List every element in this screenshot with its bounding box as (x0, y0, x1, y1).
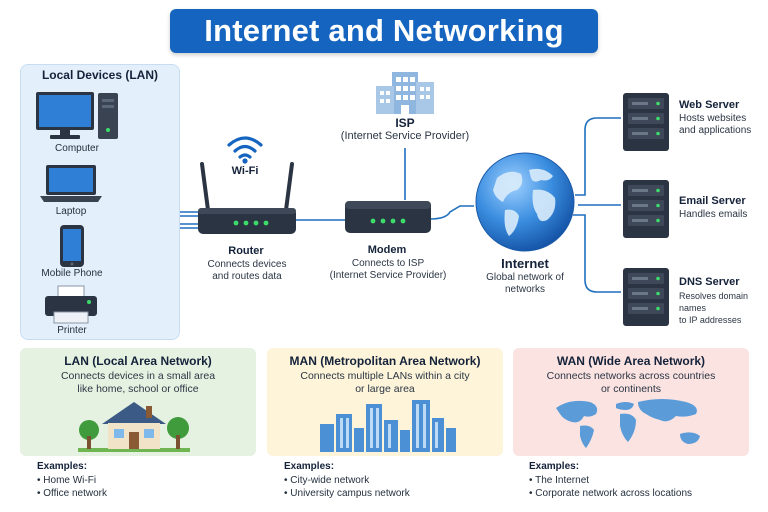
wan-card (513, 348, 749, 456)
wifi-icon (227, 136, 263, 164)
lan-examples-label: Examples: (37, 461, 88, 472)
wan-card-desc-line-1: Connects networks across countries (546, 370, 716, 382)
man-card-desc-line-2: or large area (355, 383, 415, 395)
man-examples-label: Examples: (284, 461, 335, 472)
lan-card-desc-line-1: Connects devices in a small area (60, 370, 216, 382)
email-server-icon (623, 180, 669, 238)
lan-example-item: Home Wi-Fi (37, 474, 107, 487)
lan-example-item: Office network (37, 487, 107, 500)
dns-server-desc-line-2: to IP addresses (679, 315, 742, 325)
man-example-item: University campus network (284, 487, 409, 500)
web-server-desc-line-1: Hosts websites (679, 113, 747, 124)
device-label-mobile-phone: Mobile Phone (41, 268, 103, 279)
wan-example-item: Corporate network across locations (529, 487, 692, 500)
wan-examples-list: The Internet Corporate network across lo… (529, 474, 692, 500)
web-server-desc: Hosts websites and applications (679, 113, 751, 137)
desktop-computer-icon (36, 92, 118, 139)
lan-card-desc: Connects devices in a small area like ho… (20, 370, 256, 396)
wan-card-desc: Connects networks across countries or co… (513, 370, 749, 396)
wan-card-title: WAN (Wide Area Network) (556, 354, 706, 368)
wan-examples-label: Examples: (529, 461, 580, 472)
modem-desc-line-2: (Internet Service Provider) (329, 270, 447, 281)
man-card-title: MAN (Metropolitan Area Network) (289, 354, 481, 368)
world-map-icon (556, 399, 700, 448)
page-title: Internet and Networking (204, 13, 564, 48)
web-server-title: Web Server (679, 99, 740, 111)
modem-icon (345, 201, 431, 233)
dns-server-icon (623, 268, 669, 326)
device-label-laptop: Laptop (55, 206, 87, 217)
device-label-printer: Printer (57, 325, 87, 336)
title-banner: Internet and Networking (170, 9, 598, 53)
man-example-item: City-wide network (284, 474, 410, 487)
laptop-icon (40, 165, 102, 202)
lan-examples-list: Home Wi-Fi Office network (37, 474, 107, 500)
router-title: Router (228, 245, 264, 257)
wifi-label: Wi-Fi (231, 165, 259, 177)
man-card-desc-line-1: Connects multiple LANs within a city (300, 370, 470, 382)
globe-icon (475, 152, 575, 252)
email-server-title: Email Server (679, 195, 746, 207)
lan-card-title: LAN (Local Area Network) (64, 354, 212, 368)
internet-title: Internet (501, 256, 549, 271)
dns-server-desc: Resolves domain names to IP addresses (679, 290, 768, 326)
dns-server-desc-line-1: Resolves domain names (679, 291, 749, 313)
internet-desc-line-1: Global network of (486, 272, 564, 283)
house-icon (78, 402, 190, 452)
router-desc-line-2: and routes data (212, 271, 282, 282)
lan-card-desc-line-2: like home, school or office (77, 383, 199, 395)
email-server-desc: Handles emails (679, 209, 748, 220)
local-devices-title: Local Devices (LAN) (41, 68, 159, 82)
web-server-icon (623, 93, 669, 151)
modem-title: Modem (367, 244, 407, 256)
dns-server-title: DNS Server (679, 276, 740, 288)
man-card-desc: Connects multiple LANs within a city or … (267, 370, 503, 396)
wan-card-desc-line-2: or continents (600, 383, 662, 395)
isp-title: ISP (395, 116, 415, 130)
wan-example-item: The Internet (529, 474, 692, 487)
web-server-desc-line-2: and applications (679, 125, 752, 136)
router-icon (198, 162, 296, 234)
internet-desc-line-2: networks (504, 284, 545, 295)
man-examples-list: City-wide network University campus netw… (284, 474, 410, 500)
isp-desc: (Internet Service Provider) (340, 130, 470, 142)
device-label-computer: Computer (55, 143, 99, 154)
router-desc-line-1: Connects devices (207, 259, 287, 270)
printer-icon (45, 285, 97, 324)
office-building-icon (376, 72, 434, 114)
modem-desc-line-1: Connects to ISP (351, 258, 425, 269)
mobile-phone-icon (60, 225, 84, 267)
city-skyline-icon (320, 400, 456, 452)
